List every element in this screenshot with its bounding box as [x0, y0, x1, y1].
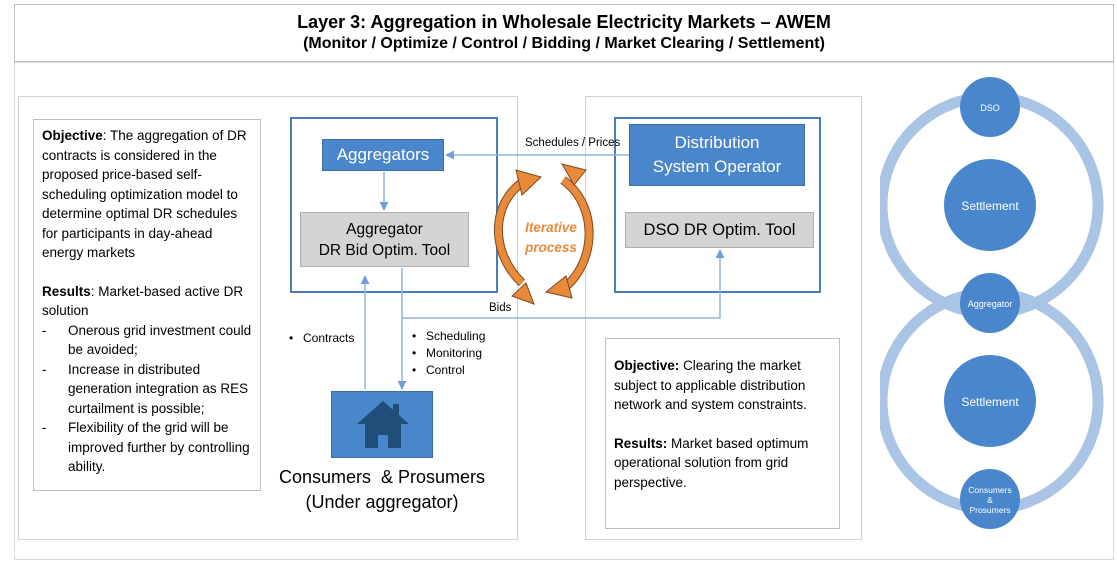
results-text: Market based optimum operational solutio…	[614, 435, 809, 490]
objective-label: Objective:	[614, 358, 680, 373]
aggregators-node: Aggregators	[322, 139, 444, 171]
dso-label-line1: Distribution	[674, 133, 760, 152]
aggregator-objective: Objective: The aggregation of DR contrac…	[42, 126, 252, 263]
list-item: Contracts	[289, 330, 354, 347]
dso-optim-tool-node: DSO DR Optim. Tool	[625, 212, 814, 248]
list-item: Flexibility of the grid will be improved…	[42, 418, 252, 477]
consumers-label-line2: (Under aggregator)	[305, 492, 459, 512]
list-item: Scheduling	[412, 328, 485, 345]
iterative-line2: process	[525, 240, 577, 255]
objective-text: Clearing the market subject to applicabl…	[614, 358, 807, 412]
aggregator-bid-tool-node: Aggregator DR Bid Optim. Tool	[300, 212, 469, 267]
aggregator-circle-label: Aggregator	[968, 299, 1013, 309]
dso-circle-label: DSO	[980, 103, 1000, 113]
results-text: : Market-based active DR solution	[42, 283, 244, 319]
aggregator-objective-box: Objective: The aggregation of DR contrac…	[33, 119, 261, 491]
bids-arrow	[401, 249, 725, 319]
consumers-label-line1: Consumers & Prosumers	[278, 467, 486, 487]
results-label: Results	[42, 283, 91, 299]
iterative-process-label: Iterative process	[511, 218, 591, 258]
title-box: Layer 3: Aggregation in Wholesale Electr…	[14, 4, 1114, 62]
tool-label-line1: Aggregator	[346, 221, 423, 238]
page-title: Layer 3: Aggregation in Wholesale Electr…	[297, 12, 831, 32]
page-subtitle: (Monitor / Optimize / Control / Bidding …	[303, 35, 825, 52]
results-label: Results:	[614, 435, 668, 451]
iterative-line1: Iterative	[525, 220, 577, 235]
consumers-circle-label3: Prosumers	[969, 505, 1010, 515]
dso-label-line2: System Operator	[652, 157, 782, 176]
list-item: Monitoring	[412, 345, 485, 362]
house-icon	[357, 401, 409, 448]
diagram-frame	[14, 62, 1114, 560]
consumers-circle-label2: &	[987, 495, 993, 505]
consumers-house-node	[331, 391, 433, 458]
list-item: Increase in distributed generation integ…	[42, 360, 252, 419]
aggregator-results: Results: Market-based active DR solution	[42, 282, 252, 321]
schedules-prices-label: Schedules / Prices	[525, 137, 621, 149]
objective-text: : The aggregation of DR contracts is con…	[42, 128, 247, 260]
aggregator-circle	[960, 273, 1020, 333]
dso-results: Results: Market based optimum operationa…	[614, 434, 831, 493]
settlement-bottom-label: Settlement	[961, 395, 1019, 409]
bids-label: Bids	[489, 302, 512, 314]
control-flow-labels: Scheduling Monitoring Control	[412, 328, 485, 379]
settlement-top-circle	[944, 159, 1036, 251]
dso-circle	[960, 77, 1020, 137]
settlement-top-label: Settlement	[961, 199, 1019, 213]
dso-objective: Objective: Clearing the market subject t…	[614, 356, 831, 415]
contracts-flow-label: Contracts	[289, 330, 354, 347]
settlement-bottom-circle	[944, 355, 1036, 447]
objective-label: Objective	[42, 128, 103, 143]
consumers-label: Consumers & Prosumers (Under aggregator)	[262, 465, 502, 515]
dso-objective-box: Objective: Clearing the market subject t…	[605, 338, 840, 529]
settlement-cycle-diagram: DSO Settlement Aggregator Settlement Con…	[880, 77, 1104, 529]
consumers-circle	[960, 469, 1020, 529]
dso-node: Distribution System Operator	[629, 124, 805, 186]
tool-label-line2: DR Bid Optim. Tool	[318, 242, 451, 259]
consumers-circle-label1: Consumers	[968, 485, 1011, 495]
list-item: Onerous grid investment could be avoided…	[42, 321, 252, 360]
results-bullet-list: Onerous grid investment could be avoided…	[42, 321, 252, 477]
iterative-cycle-icon	[494, 163, 594, 305]
list-item: Control	[412, 362, 485, 379]
